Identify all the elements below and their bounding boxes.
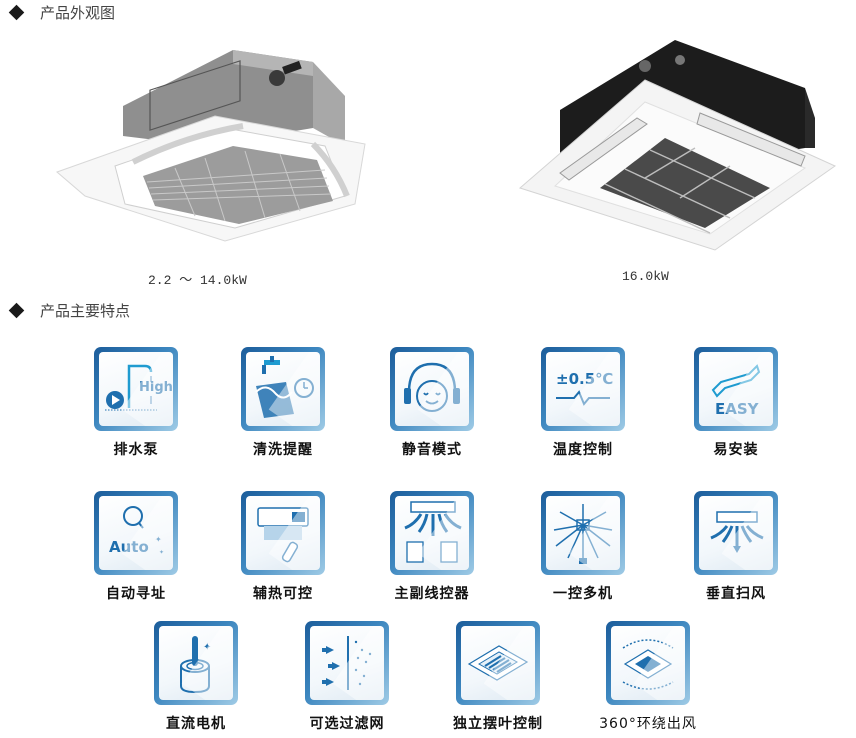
feature-label: 清洗提醒 — [253, 442, 313, 458]
feature-label: 辅热可控 — [253, 586, 313, 602]
feature-label: 温度控制 — [553, 442, 613, 458]
silent-mode-icon — [390, 347, 474, 431]
feature-dual-controller: 主副线控器 — [372, 491, 492, 603]
section-title-text: 产品主要特点 — [40, 302, 131, 320]
diamond-bullet-icon — [8, 4, 25, 21]
feature-label: 360°环绕出风 — [599, 716, 697, 732]
louver-control-icon — [456, 621, 540, 705]
section-title-appearance: 产品外观图 — [8, 2, 115, 23]
vertical-swing-icon — [694, 491, 778, 575]
feature-label: 独立摆叶控制 — [453, 716, 543, 732]
feature-label: 静音模式 — [402, 442, 462, 458]
feature-auto-address: Auto ✦ ✦ 自动寻址 — [76, 491, 196, 603]
feature-drain-pump: High 排水泵 — [76, 347, 196, 459]
aux-heat-icon — [241, 491, 325, 575]
filter-icon — [305, 621, 389, 705]
feature-cleaning-reminder: 清洗提醒 — [223, 347, 343, 459]
feature-label: 直流电机 — [166, 716, 226, 732]
section-title-features: 产品主要特点 — [8, 300, 130, 321]
feature-label: 排水泵 — [113, 442, 159, 458]
drain-pump-icon: High — [94, 347, 178, 431]
feature-easy-install: EASY 易安装 — [676, 347, 796, 459]
surround-airflow-icon — [606, 621, 690, 705]
feature-silent-mode: 静音模式 — [372, 347, 492, 459]
diamond-bullet-icon — [8, 302, 25, 319]
svg-text:✦: ✦ — [203, 642, 211, 653]
feature-aux-heat: 辅热可控 — [223, 491, 343, 603]
auto-address-icon: Auto ✦ ✦ — [94, 491, 178, 575]
dual-controller-icon — [390, 491, 474, 575]
cleaning-reminder-icon — [241, 347, 325, 431]
feature-one-to-many: 一控多机 — [523, 491, 643, 603]
feature-label: 可选过滤网 — [309, 716, 385, 732]
feature-vertical-swing: 垂直扫风 — [676, 491, 796, 603]
product-caption-grey: 2.2 ～ 14.0kW — [148, 273, 247, 288]
svg-text:✦: ✦ — [155, 535, 162, 544]
section-title-text: 产品外观图 — [40, 4, 116, 22]
feature-label: 主副线控器 — [394, 586, 470, 602]
feature-label: 易安装 — [713, 442, 759, 458]
feature-dc-motor: ✦ 直流电机 — [136, 621, 256, 733]
feature-label: 一控多机 — [553, 586, 613, 602]
one-to-many-icon — [541, 491, 625, 575]
product-image-grey-cassette — [55, 36, 405, 246]
svg-text:✦: ✦ — [159, 549, 164, 556]
temperature-control-icon: ±0.5℃ — [541, 347, 625, 431]
svg-text:High: High — [139, 380, 173, 395]
product-caption-black: 16.0kW — [622, 269, 669, 284]
dc-motor-icon: ✦ — [154, 621, 238, 705]
easy-install-icon: EASY — [694, 347, 778, 431]
feature-temperature-control: ±0.5℃ 温度控制 — [523, 347, 643, 459]
svg-text:EASY: EASY — [715, 400, 760, 418]
svg-text:±0.5℃: ±0.5℃ — [556, 370, 613, 388]
feature-louver-control: 独立摆叶控制 — [438, 621, 558, 733]
feature-surround-airflow: 360°环绕出风 — [588, 621, 708, 733]
product-image-black-cassette — [505, 38, 840, 258]
feature-label: 自动寻址 — [106, 586, 166, 602]
svg-text:Auto: Auto — [109, 538, 149, 556]
feature-filter: 可选过滤网 — [287, 621, 407, 733]
feature-label: 垂直扫风 — [706, 586, 766, 602]
